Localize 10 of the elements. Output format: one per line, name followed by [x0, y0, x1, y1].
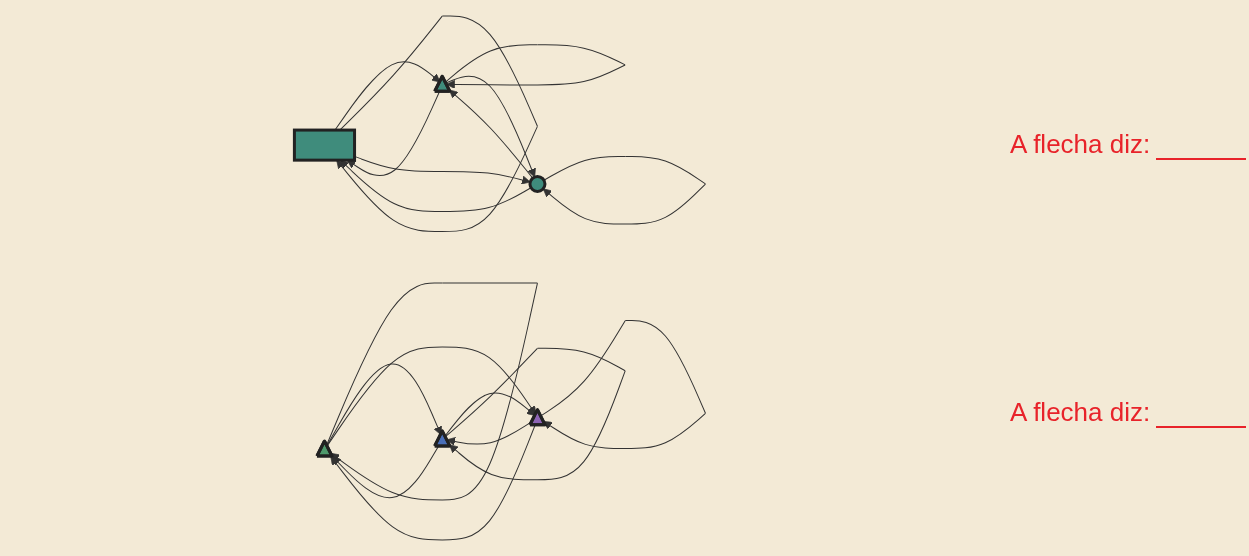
arrow — [330, 424, 536, 541]
node-circle — [528, 174, 547, 193]
arrow — [334, 61, 441, 131]
arrow — [346, 91, 440, 177]
arrow — [331, 445, 439, 499]
arrow — [444, 392, 536, 437]
arrow — [449, 89, 534, 179]
prompt-text: A flecha diz: — [1010, 396, 1151, 428]
node-box — [292, 128, 357, 162]
prompt-text: A flecha diz: — [1010, 128, 1151, 160]
